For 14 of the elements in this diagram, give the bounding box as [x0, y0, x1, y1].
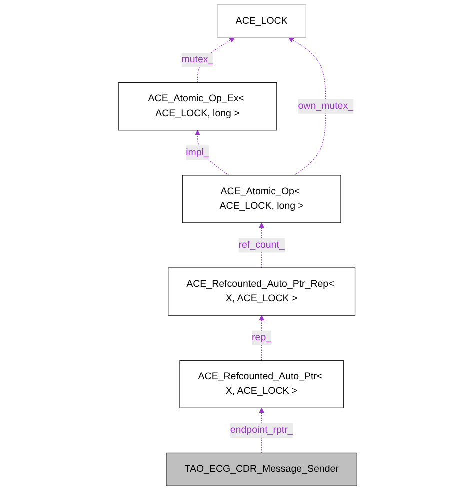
- node-box: TAO_ECG_CDR_Message_Sender: [166, 452, 358, 486]
- arrow: [195, 130, 230, 176]
- edge-label: ref_count_: [238, 240, 285, 250]
- node-box: ACE_Refcounted_Auto_Ptr_Rep< X, ACE_LOCK >: [168, 268, 356, 316]
- edge-label: mutex_: [182, 54, 214, 66]
- edge-label: impl_: [186, 147, 210, 158]
- arrow: [288, 38, 326, 176]
- node-box: ACE_Refcounted_Auto_Ptr< X, ACE_LOCK >: [180, 360, 344, 408]
- edge-label: endpoint_rptr_: [230, 425, 294, 436]
- node-box: ACE_Atomic_Op_Ex< ACE_LOCK, long >: [118, 82, 278, 131]
- node-box: ACE_Atomic_Op< ACE_LOCK, long >: [182, 175, 342, 224]
- node-box: ACE_LOCK: [217, 4, 307, 38]
- edge-label: rep_: [252, 332, 272, 343]
- edge-label: own_mutex_: [298, 101, 354, 112]
